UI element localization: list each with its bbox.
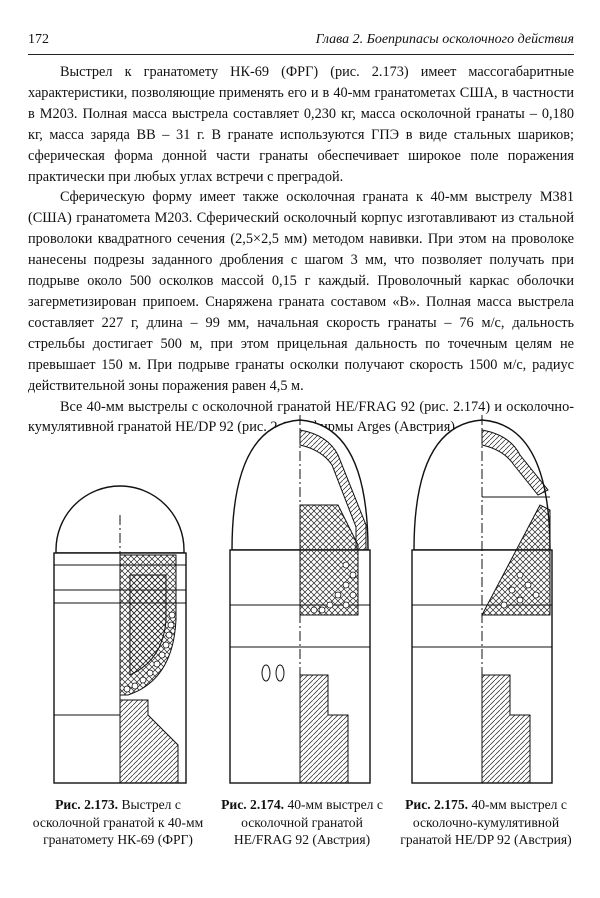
figure-2-174-caption: Рис. 2.174. 40-мм выстрел с осколочной г…	[212, 796, 392, 849]
figure-2-175-label: Рис. 2.175.	[405, 797, 469, 812]
page-number: 172	[28, 32, 49, 47]
paragraph-3: Все 40-мм выстрелы с осколочной гранатой…	[28, 398, 574, 436]
body-text: Выстрел к гранатомету НК-69 (ФРГ) (рис. …	[28, 62, 574, 438]
figures-row	[28, 415, 574, 795]
figure-2-173-label: Рис. 2.173.	[55, 797, 119, 812]
figure-2-175-drawing	[400, 415, 565, 795]
figure-2-175-caption-text: 40-мм выстрел с осколочно-кумулятивной г…	[400, 797, 572, 847]
chapter-title: Глава 2. Боеприпасы осколочного действия	[315, 32, 574, 47]
figure-2-174-label: Рис. 2.174.	[221, 797, 285, 812]
figure-2-173-caption: Рис. 2.173. Выстрел с осколочной гранато…	[28, 796, 208, 849]
figure-2-174-caption-text: 40-мм выстрел с осколочной гранатой HE/F…	[233, 797, 383, 847]
figure-2-173-caption-text: Выстрел с осколочной гранатой к 40-мм гр…	[32, 797, 204, 847]
figure-2-174-drawing	[218, 415, 383, 795]
figure-2-173-drawing	[38, 415, 203, 795]
paragraph-2: Сферическую форму имеет также осколочная…	[28, 189, 574, 394]
paragraph-1: Выстрел к гранатомету НК-69 (ФРГ) (рис. …	[28, 64, 574, 185]
page-header: 172 Глава 2. Боеприпасы осколочного дейс…	[28, 32, 574, 54]
figure-2-175-caption: Рис. 2.175. 40-мм выстрел с осколочно-ку…	[396, 796, 576, 849]
header-rule	[28, 54, 574, 55]
